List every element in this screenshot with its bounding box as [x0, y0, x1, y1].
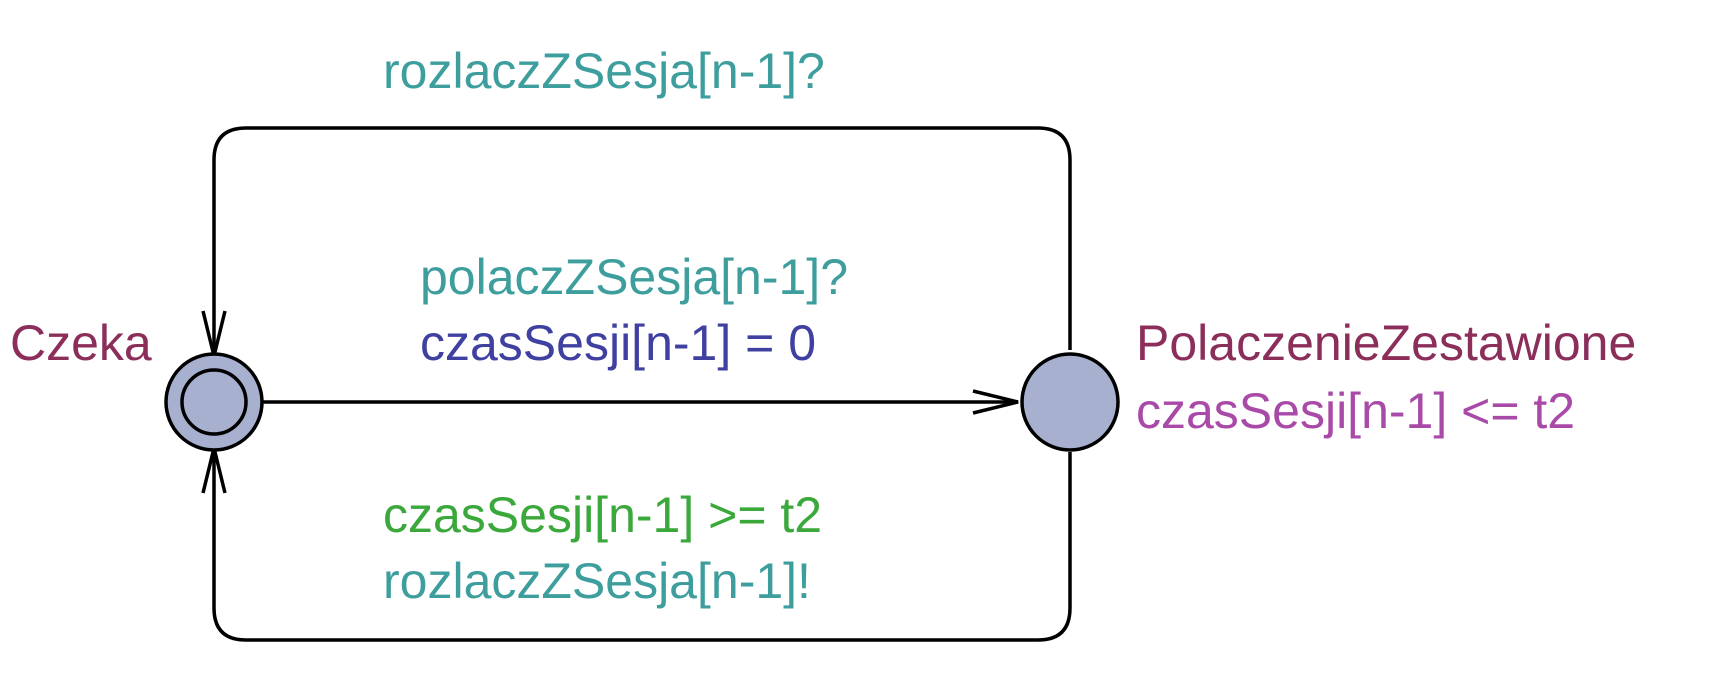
location-czeka-name: Czeka: [10, 315, 152, 371]
edge-bottom-path[interactable]: [212, 448, 1072, 642]
edge-bottom-guard: czasSesji[n-1] >= t2: [383, 487, 822, 543]
location-polaczenie-name: PolaczenieZestawione: [1136, 315, 1636, 371]
edge-middle-sync: polaczZSesja[n-1]?: [420, 249, 848, 305]
location-polaczenie[interactable]: [1020, 352, 1120, 452]
location-czeka[interactable]: [164, 352, 264, 452]
edge-middle-arrowhead: [972, 389, 1019, 415]
edge-top-path[interactable]: [212, 126, 1072, 356]
edge-top-sync: rozlaczZSesja[n-1]?: [383, 43, 825, 99]
edge-middle-assignment: czasSesji[n-1] = 0: [420, 315, 816, 371]
location-polaczenie-invariant: czasSesji[n-1] <= t2: [1136, 383, 1575, 439]
initial-location-marker: [180, 368, 248, 436]
location-czeka-outer-circle: [164, 352, 264, 452]
edge-bottom-sync: rozlaczZSesja[n-1]!: [383, 553, 811, 609]
